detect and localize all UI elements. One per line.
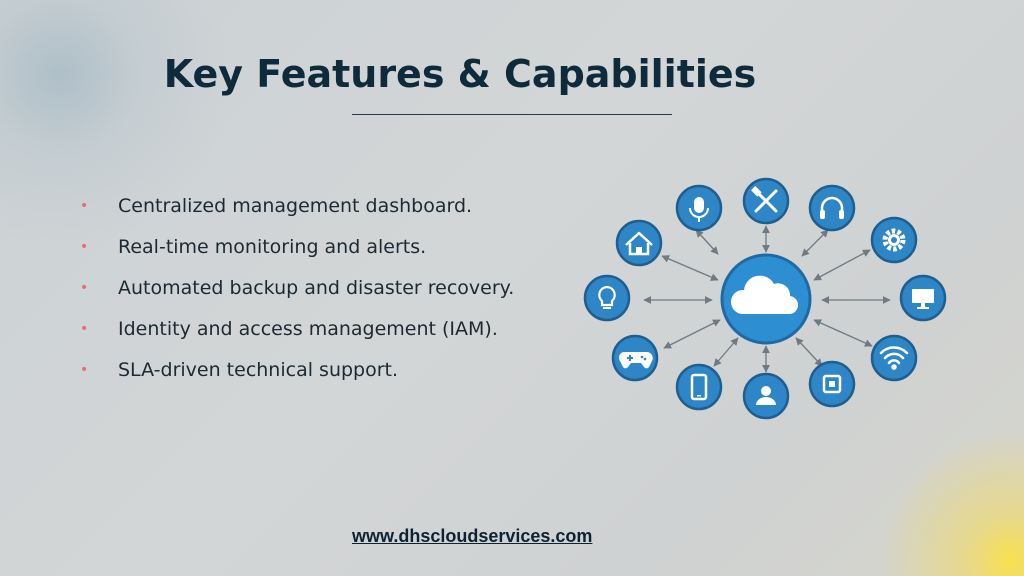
list-item: • Centralized management dashboard. [80,188,514,229]
arrow-gear [813,249,871,281]
arrow-smartphone [713,337,739,367]
bullet-marker: • [80,362,89,378]
arrow-wifi [813,319,873,347]
node-smartphone [675,363,723,411]
list-item: • Identity and access management (IAM). [80,311,514,352]
node-user [742,372,790,420]
list-item-text: Centralized management dashboard. [118,195,473,217]
title-underline [352,114,672,115]
node-lightbulb [583,274,631,322]
node-home [615,219,663,267]
headphones-icon [820,196,844,219]
tools-icon [751,186,778,213]
footer-website-link[interactable]: www.dhscloudservices.com [352,526,593,546]
arrow-home [661,255,719,281]
node-wifi [870,334,918,382]
arrow-headphones [801,229,829,257]
list-item-text: Identity and access management (IAM). [118,318,498,340]
node-chip [808,360,856,408]
chip-icon [822,374,842,394]
node-microphone [675,184,723,232]
gamepad-icon [618,352,653,369]
lightbulb-icon [598,285,616,309]
monitor-icon [912,289,934,309]
arrow-gamepad [663,319,721,349]
connector-arrows [643,225,891,373]
bullet-marker: • [80,321,89,337]
node-gamepad [611,334,659,382]
arrow-microphone [695,229,719,255]
home-icon [625,231,653,256]
list-item: • Automated backup and disaster recovery. [80,270,514,311]
slide-title: Key Features & Capabilities [163,52,757,96]
node-headphones [808,184,856,232]
smartphone-icon [690,373,708,401]
arrow-chip [795,337,823,367]
wifi-icon [879,346,909,370]
bullet-marker: • [80,280,89,296]
node-gear [870,216,918,264]
cloud-icon [730,275,799,315]
list-item: • SLA-driven technical support. [80,352,514,393]
list-item-text: Real-time monitoring and alerts. [118,236,427,258]
microphone-icon [689,197,709,222]
bullet-marker: • [80,239,89,255]
list-item: • Real-time monitoring and alerts. [80,229,514,270]
list-item-text: SLA-driven technical support. [118,359,399,381]
cloud-hub [720,253,812,345]
user-icon [756,386,776,405]
gear-icon [882,228,906,252]
node-tools [742,177,790,225]
feature-list: • Centralized management dashboard. • Real… [80,188,514,393]
cloud-connectivity-diagram [583,177,947,420]
list-item-text: Automated backup and disaster recovery. [118,277,515,299]
node-monitor [899,274,947,322]
bullet-marker: • [80,198,89,214]
